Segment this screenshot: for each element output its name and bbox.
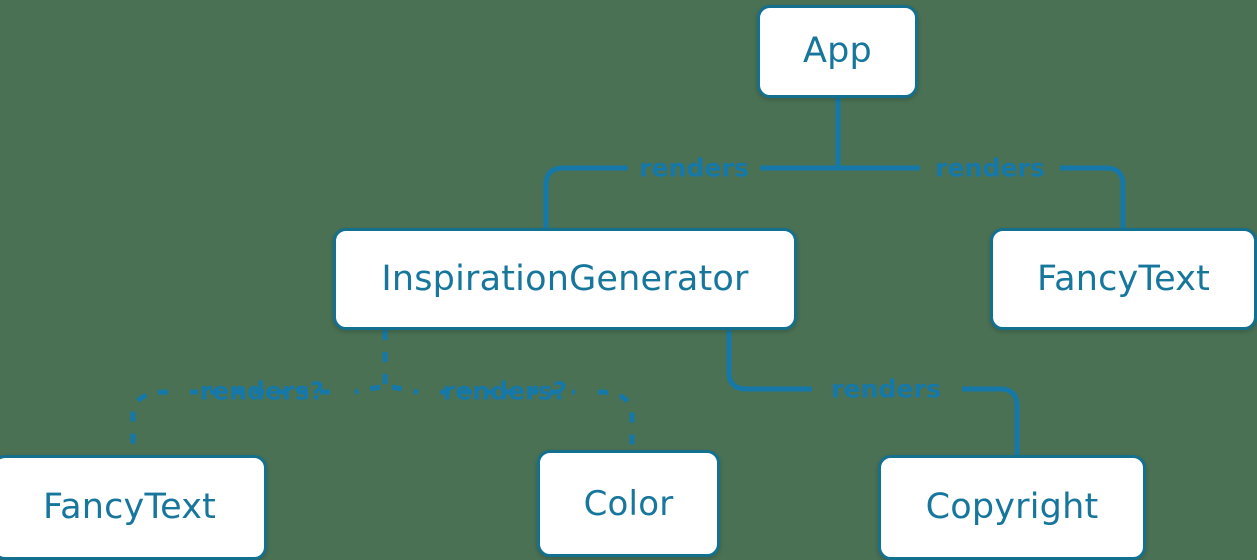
edge-inspiration-generator-color-optional [391,384,635,450]
node-fancy-text-top-label: FancyText [1036,258,1211,299]
edge-label-inspiration-generator-color: renders? [442,376,568,406]
edge-label-app-fancy-text: renders [935,153,1045,183]
edge-inspiration-generator-fancy-text-optional [130,384,381,455]
node-fancy-text-bottom[interactable]: FancyText [0,455,267,560]
node-copyright[interactable]: Copyright [878,455,1146,560]
node-app[interactable]: App [757,5,918,98]
edge-label-inspiration-generator-fancy-text: renders? [199,376,325,406]
node-color[interactable]: Color [537,450,720,557]
edge-label-inspiration-generator-copyright: renders [831,374,941,404]
node-color-label: Color [583,483,674,524]
edge-app-fancy-text [838,165,1126,228]
node-inspiration-generator-label: InspirationGenerator [381,258,749,299]
node-fancy-text-bottom-label: FancyText [42,487,217,527]
edge-app-inspiration-generator [543,165,838,228]
node-inspiration-generator[interactable]: InspirationGenerator [333,228,797,330]
node-copyright-label: Copyright [925,487,1099,527]
node-fancy-text-top[interactable]: FancyText [990,228,1257,330]
node-app-label: App [803,31,872,71]
edge-inspiration-generator-copyright [726,330,1020,455]
edge-label-app-inspiration-generator: renders [639,153,749,183]
